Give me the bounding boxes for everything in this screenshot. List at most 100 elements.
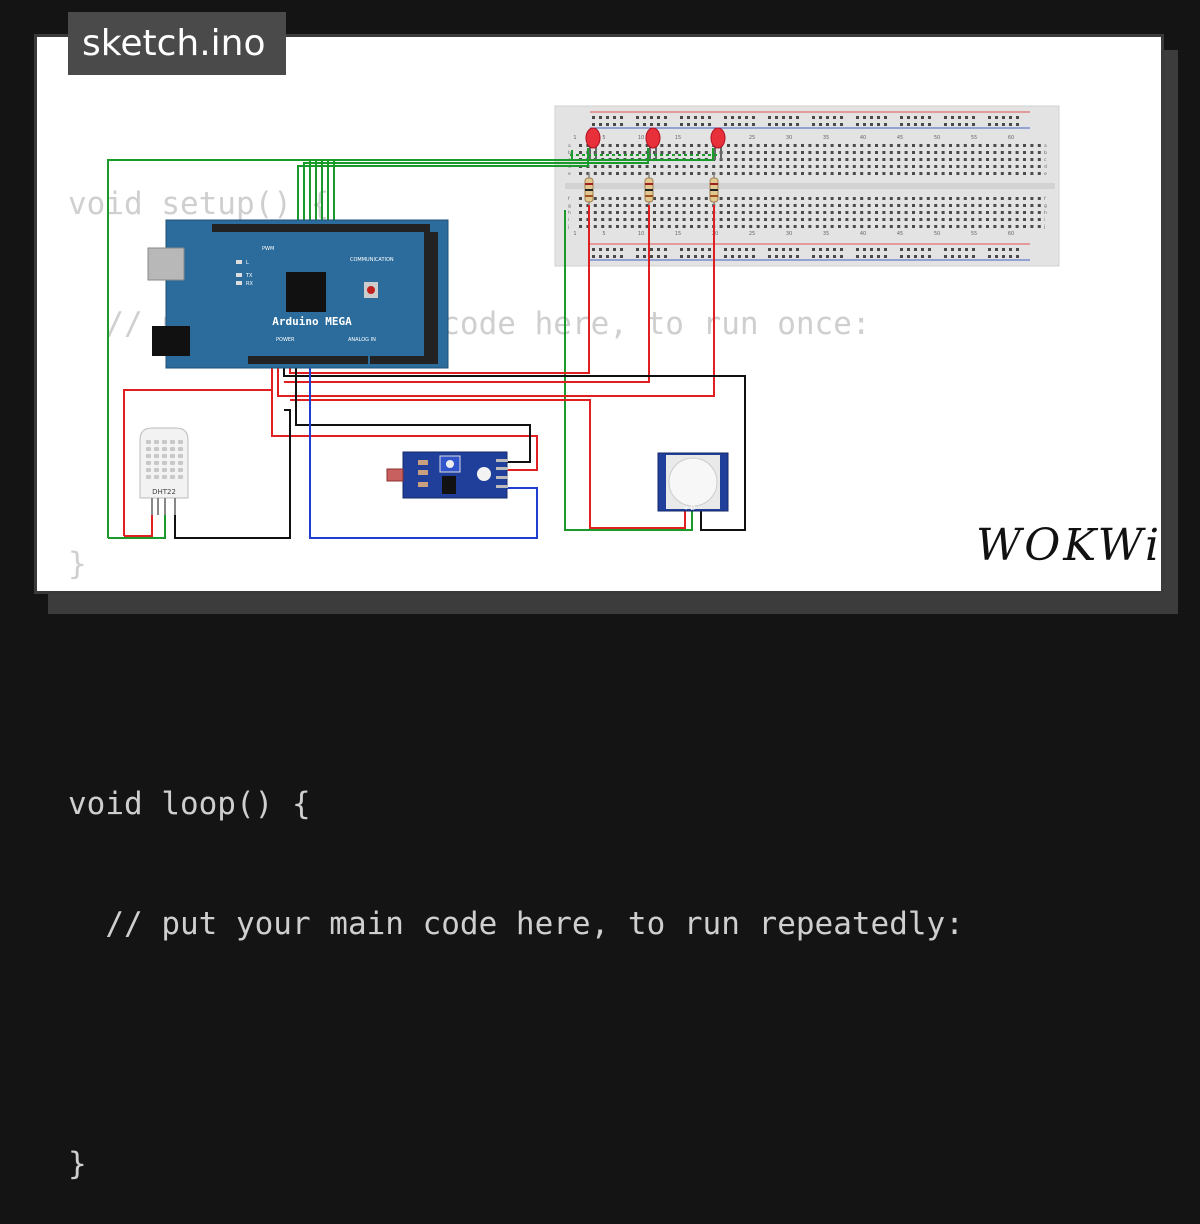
breadboard-hole xyxy=(682,225,686,228)
led-red-3[interactable] xyxy=(710,127,726,160)
breadboard-hole xyxy=(752,255,755,258)
breadboard-hole xyxy=(856,248,859,251)
breadboard-hole xyxy=(789,248,792,251)
dht22-vent xyxy=(162,454,167,458)
breadboard-hole xyxy=(643,116,646,119)
breadboard-hole xyxy=(882,225,886,228)
breadboard-hole xyxy=(608,218,612,221)
breadboard-hole xyxy=(697,218,701,221)
breadboard-hole xyxy=(704,151,708,154)
dht22-vent xyxy=(162,440,167,444)
breadboard-hole xyxy=(704,144,708,147)
breadboard-hole xyxy=(852,144,856,147)
breadboard-hole xyxy=(599,123,602,126)
breadboard-hole xyxy=(860,144,864,147)
breadboard-hole xyxy=(724,248,727,251)
breadboard-hole xyxy=(778,151,782,154)
breadboard-hole xyxy=(756,144,760,147)
breadboard-hole xyxy=(986,151,989,154)
breadboard-hole xyxy=(697,204,701,207)
breadboard-hole xyxy=(863,123,866,126)
breadboard-hole xyxy=(638,144,642,147)
breadboard-hole xyxy=(801,144,804,147)
breadboard-hole xyxy=(630,218,634,221)
breadboard-hole xyxy=(884,116,887,119)
breadboard-column-number: 10 xyxy=(638,231,644,237)
breadboard-hole xyxy=(823,211,827,214)
breadboard-hole xyxy=(1037,197,1041,200)
breadboard-hole xyxy=(808,144,812,147)
breadboard-hole xyxy=(786,151,790,154)
breadboard-hole xyxy=(579,225,582,228)
breadboard-hole xyxy=(941,172,945,175)
breadboard-hole xyxy=(808,172,812,175)
breadboard-hole xyxy=(638,151,642,154)
breadboard-hole xyxy=(1023,211,1026,214)
breadboard-hole xyxy=(782,123,785,126)
breadboard-hole xyxy=(752,248,755,251)
breadboard-hole xyxy=(682,151,686,154)
breadboard-hole xyxy=(579,151,582,154)
breadboard-hole xyxy=(1023,218,1026,221)
breadboard-hole xyxy=(986,158,989,161)
breadboard-hole xyxy=(1009,255,1012,258)
resistor-1[interactable] xyxy=(584,172,594,210)
breadboard-hole xyxy=(793,151,797,154)
breadboard-hole xyxy=(1016,248,1019,251)
dht22-vent xyxy=(154,461,159,465)
breadboard-hole xyxy=(690,165,693,168)
board-name: Arduino MEGA xyxy=(272,315,352,328)
breadboard-hole xyxy=(786,158,790,161)
breadboard-hole xyxy=(623,197,627,200)
breadboard-hole xyxy=(601,165,605,168)
breadboard-hole xyxy=(1000,225,1004,228)
arduino-mega-board[interactable]: Arduino MEGA PWM COMMUNICATION POWER ANA… xyxy=(147,219,449,369)
breadboard-hole xyxy=(941,204,945,207)
breadboard-hole xyxy=(993,197,997,200)
breadboard-hole xyxy=(793,144,797,147)
breadboard-hole xyxy=(704,165,708,168)
breadboard-hole xyxy=(675,218,679,221)
breadboard-hole xyxy=(860,158,864,161)
dht22-sensor[interactable]: DHT22 xyxy=(139,427,189,515)
dht22-vent xyxy=(162,447,167,451)
breadboard-hole xyxy=(919,218,923,221)
breadboard-hole xyxy=(956,211,960,214)
breadboard-hole xyxy=(1030,197,1034,200)
breadboard-hole xyxy=(741,197,745,200)
analog-in-label: ANALOG IN xyxy=(348,337,376,343)
breadboard-column-number: 10 xyxy=(638,135,644,141)
breadboard-hole xyxy=(727,204,730,207)
breadboard-hole xyxy=(719,218,723,221)
resistor-2[interactable] xyxy=(644,172,654,210)
breadboard-hole xyxy=(978,218,982,221)
breadboard-hole xyxy=(697,197,701,200)
breadboard-hole xyxy=(660,225,664,228)
breadboard-hole xyxy=(734,144,738,147)
led-red-2[interactable] xyxy=(645,127,661,160)
breadboard-hole xyxy=(645,225,649,228)
resistor-3[interactable] xyxy=(709,172,719,210)
breadboard-hole xyxy=(643,123,646,126)
breadboard-hole xyxy=(601,197,605,200)
breadboard-hole xyxy=(1002,248,1005,251)
breadboard-hole xyxy=(771,211,775,214)
breadboard-hole xyxy=(919,204,923,207)
ldr-module[interactable] xyxy=(386,451,508,499)
breadboard-hole xyxy=(963,144,967,147)
breadboard-hole xyxy=(630,172,634,175)
dht22-vent xyxy=(170,454,175,458)
breadboard-hole xyxy=(664,248,667,251)
breadboard-column-number: 30 xyxy=(786,231,792,237)
breadboard-hole xyxy=(830,144,834,147)
breadboard-hole xyxy=(775,116,778,119)
pir-motion-sensor[interactable]: + D - xyxy=(657,452,729,512)
led-red-1[interactable] xyxy=(585,127,601,160)
dht22-vent xyxy=(146,468,151,472)
breadboard-hole xyxy=(796,123,799,126)
breadboard-hole xyxy=(833,248,836,251)
breadboard-row-letter: f xyxy=(1044,196,1046,202)
breadboard-hole xyxy=(675,151,679,154)
breadboard-hole xyxy=(978,204,982,207)
breadboard-hole xyxy=(675,225,679,228)
